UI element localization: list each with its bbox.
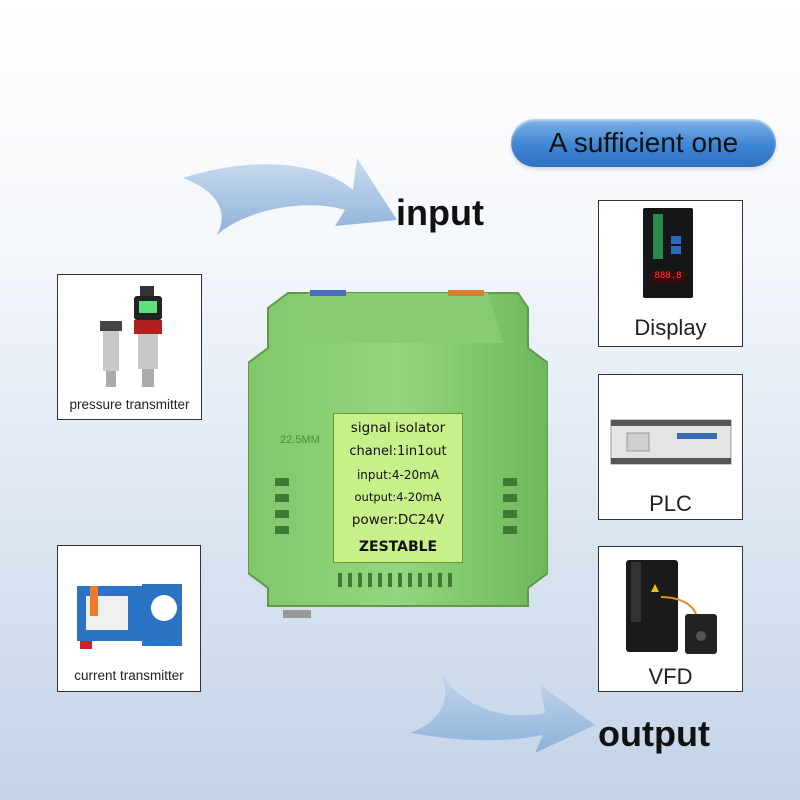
device-label-plate: signal isolator chanel:1in1out input:4-2… (333, 413, 463, 563)
plc-caption: PLC (649, 491, 692, 516)
device-line-3: input:4-20mA (356, 468, 440, 482)
pressure-transmitter-icon (100, 286, 162, 387)
vfd-icon (626, 560, 717, 654)
device-line-5: power:DC24V (351, 512, 445, 528)
display-reading: 888.8 (654, 271, 682, 281)
pressure-transmitter-caption: pressure transmitter (69, 397, 190, 412)
vfd-card: VFD (598, 546, 743, 692)
display-caption: Display (634, 315, 707, 340)
pressure-transmitter-card: pressure transmitter (57, 274, 202, 420)
current-transmitter-icon (77, 584, 182, 649)
output-arrow-icon (410, 660, 595, 753)
device-line-2: chanel:1in1out (349, 444, 447, 459)
input-label: input (396, 192, 484, 233)
device-line-4: output:4-20mA (354, 490, 442, 504)
plc-card: PLC (598, 374, 743, 520)
output-label: output (598, 713, 710, 754)
input-arrow-icon (183, 158, 397, 235)
display-icon (643, 208, 693, 298)
device-side-mark: 22.5MM (280, 434, 320, 446)
display-card: 888.8 Display (598, 200, 743, 347)
current-transmitter-caption: current transmitter (74, 668, 184, 683)
current-transmitter-card: current transmitter (57, 545, 201, 692)
title-pill: A sufficient one (511, 119, 776, 167)
device-brand: ZESTABLE (358, 539, 438, 555)
vfd-caption: VFD (648, 664, 693, 689)
device-line-1: signal isolator (350, 420, 446, 436)
plc-icon (610, 419, 732, 465)
